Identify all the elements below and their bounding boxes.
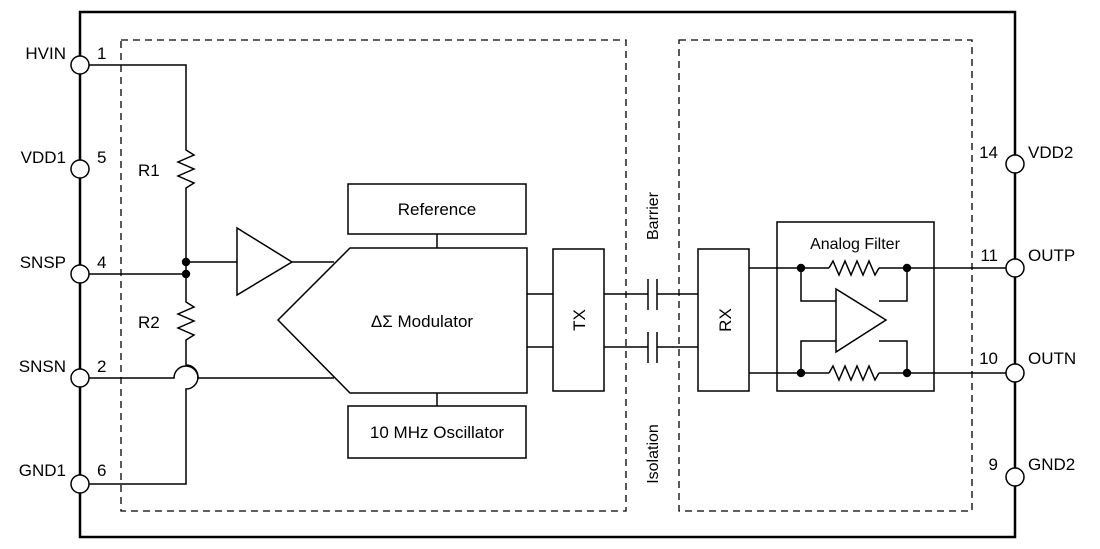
pin-vdd1: VDD1 5 xyxy=(21,148,106,179)
barrier-label: Barrier xyxy=(645,191,662,240)
modulator-label: ΔΣ Modulator xyxy=(371,312,474,331)
pin-name: OUTP xyxy=(1028,246,1075,265)
pin-snsn: SNSN 2 xyxy=(19,357,106,388)
pin-outn: 10 OUTN xyxy=(979,349,1076,383)
pin-terminal xyxy=(1005,154,1025,174)
pin-number: 2 xyxy=(97,357,106,376)
pin-name: GND1 xyxy=(19,461,66,480)
pin-number: 10 xyxy=(979,349,998,368)
tx-label: TX xyxy=(570,309,589,331)
filter-in-bottom xyxy=(800,340,836,373)
pin-vdd2: 14 VDD2 xyxy=(979,143,1073,174)
pin-name: SNSP xyxy=(20,253,66,272)
junction-dot xyxy=(181,269,191,279)
divider-wiring xyxy=(89,64,334,485)
pin-terminal xyxy=(1005,258,1025,278)
junction-dot xyxy=(796,263,806,273)
isolation-label: Isolation xyxy=(645,424,662,484)
isolation-capacitors xyxy=(604,279,698,363)
filter-fb-bottom xyxy=(879,340,908,373)
pin-number: 9 xyxy=(989,455,998,474)
hvin-wire xyxy=(89,64,187,145)
filter-opamp xyxy=(835,287,888,354)
pin-terminal xyxy=(70,264,90,284)
pin-number: 1 xyxy=(97,44,106,63)
pin-name: OUTN xyxy=(1028,349,1076,368)
pin-terminal xyxy=(70,159,90,179)
pin-snsp: SNSP 4 xyxy=(20,253,106,284)
oscillator-label: 10 MHz Oscillator xyxy=(370,423,504,442)
analog-filter-block xyxy=(776,221,935,392)
r1-label: R1 xyxy=(138,161,160,180)
filter-in-top xyxy=(800,268,836,302)
rx-block xyxy=(697,248,750,392)
rx-label: RX xyxy=(716,308,735,332)
filter-resistor-top xyxy=(828,259,880,277)
pin-number: 11 xyxy=(980,246,998,265)
pin-terminal xyxy=(70,474,90,494)
modulator-block xyxy=(276,247,528,394)
snsn-wire xyxy=(89,365,334,379)
pin-terminal xyxy=(1005,363,1025,383)
oscillator-block xyxy=(347,405,527,459)
r2-label: R2 xyxy=(138,313,160,332)
junction-dot xyxy=(902,368,912,378)
analog-filter-label: Analog Filter xyxy=(810,236,900,253)
pin-gnd1: GND1 6 xyxy=(19,461,106,494)
filter-circuit xyxy=(749,259,1006,382)
pin-hvin: HVIN 1 xyxy=(25,44,106,75)
filter-fb-top xyxy=(879,268,908,302)
pin-number: 14 xyxy=(979,143,998,162)
resistor-r2 xyxy=(176,298,196,344)
tx-block xyxy=(552,248,605,392)
pin-name: SNSN xyxy=(19,357,66,376)
pin-terminal xyxy=(1005,467,1025,487)
pin-name: GND2 xyxy=(1028,455,1075,474)
pin-name: VDD1 xyxy=(21,148,66,167)
junction-dot xyxy=(181,257,191,267)
pin-gnd2: 9 GND2 xyxy=(989,455,1075,487)
pin-outp: 11 OUTP xyxy=(980,246,1075,278)
pin-terminal xyxy=(70,368,90,388)
reference-block xyxy=(347,183,527,235)
buffer-amplifier xyxy=(236,226,294,297)
pin-number: 4 xyxy=(97,253,106,272)
pin-number: 5 xyxy=(97,148,106,167)
secondary-side-domain xyxy=(678,39,973,512)
pin-terminal xyxy=(70,55,90,75)
primary-side-domain xyxy=(120,39,627,512)
reference-label: Reference xyxy=(398,200,476,219)
resistor-r1 xyxy=(176,145,196,192)
junction-dot xyxy=(902,263,912,273)
filter-resistor-bottom xyxy=(828,364,880,382)
pin-number: 6 xyxy=(97,461,106,480)
pin-name: VDD2 xyxy=(1028,143,1073,162)
junction-dot xyxy=(796,368,806,378)
pin-name: HVIN xyxy=(25,44,66,63)
